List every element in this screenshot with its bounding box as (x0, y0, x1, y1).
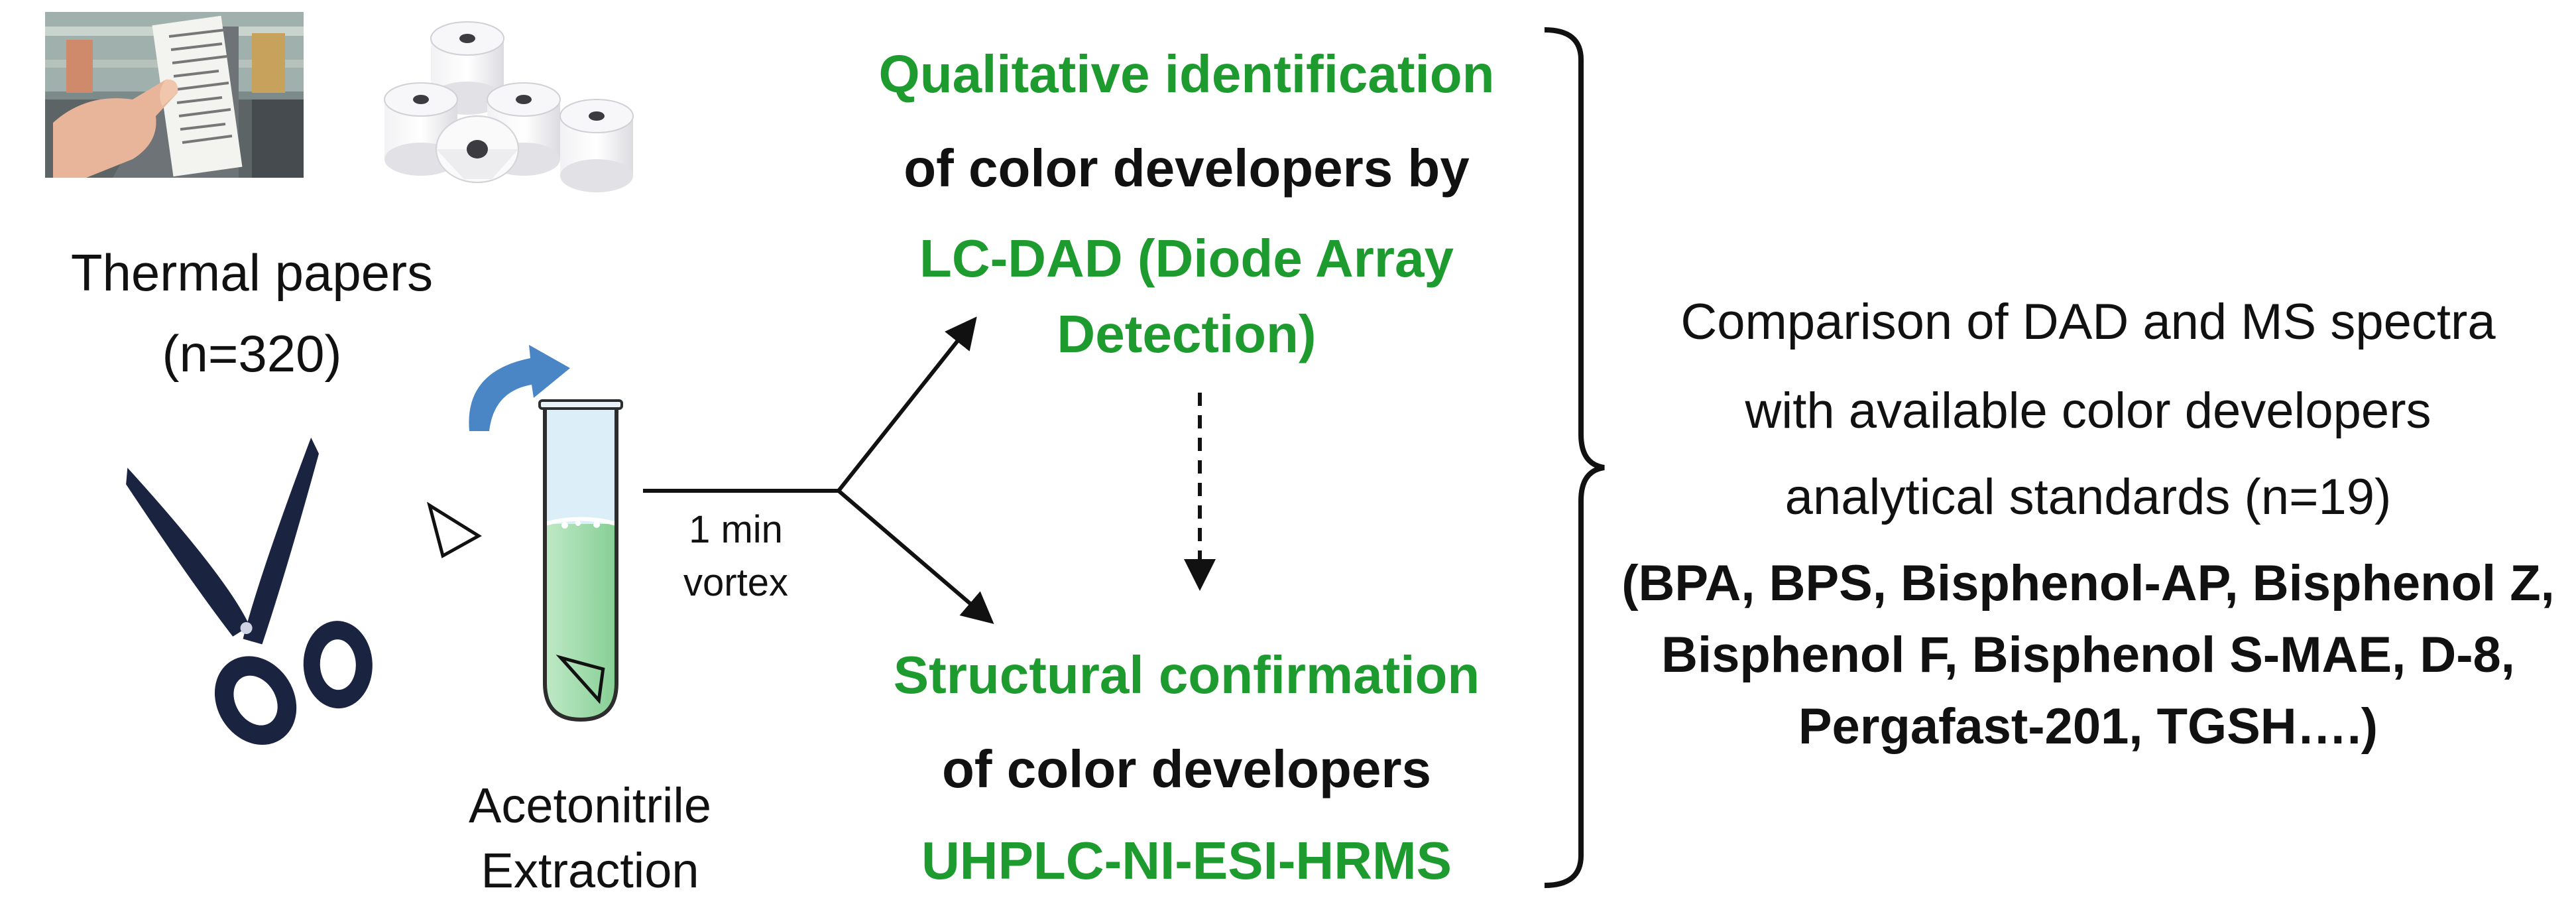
qualitative-line2: of color developers by (904, 139, 1470, 198)
structural-line2: of color developers (942, 739, 1431, 799)
extraction-label-line2: Extraction (481, 843, 699, 898)
comparison-line1: Comparison of DAD and MS spectra (1680, 294, 2496, 350)
thermal-papers-count: (n=320) (162, 324, 342, 383)
qualitative-title: Qualitative identification (878, 44, 1495, 103)
paper-rolls-icon (384, 21, 634, 192)
standards-list-line2: Bisphenol F, Bisphenol S-MAE, D-8, (1661, 627, 2515, 683)
standards-list-line3: Pergafast-201, TGSH….) (1798, 698, 2378, 755)
structural-method: UHPLC-NI-ESI-HRMS (921, 831, 1452, 890)
branch-arrows (643, 316, 994, 624)
qualitative-method-line1: LC-DAD (Diode Array (919, 229, 1454, 288)
summary-bracket (1544, 27, 1605, 888)
structural-title: Structural confirmation (893, 645, 1480, 704)
test-tube-icon (538, 399, 623, 722)
triangle-piece-icon (426, 501, 482, 558)
vortex-step-line1: 1 min (689, 508, 783, 551)
vortex-step-line2: vortex (683, 561, 788, 604)
thermal-papers-label: Thermal papers (70, 243, 434, 302)
standards-list-line1: (BPA, BPS, Bisphenol-AP, Bisphenol Z, (1621, 555, 2555, 611)
extraction-label-line1: Acetonitrile (468, 778, 712, 833)
comparison-line3: analytical standards (n=19) (1785, 469, 2392, 525)
qualitative-method-line2: Detection) (1057, 304, 1317, 363)
scissors-icon (126, 437, 373, 745)
comparison-line2: with available color developers (1745, 383, 2431, 439)
curved-arrow-icon (469, 345, 570, 431)
receipt-photo-icon (45, 12, 304, 178)
